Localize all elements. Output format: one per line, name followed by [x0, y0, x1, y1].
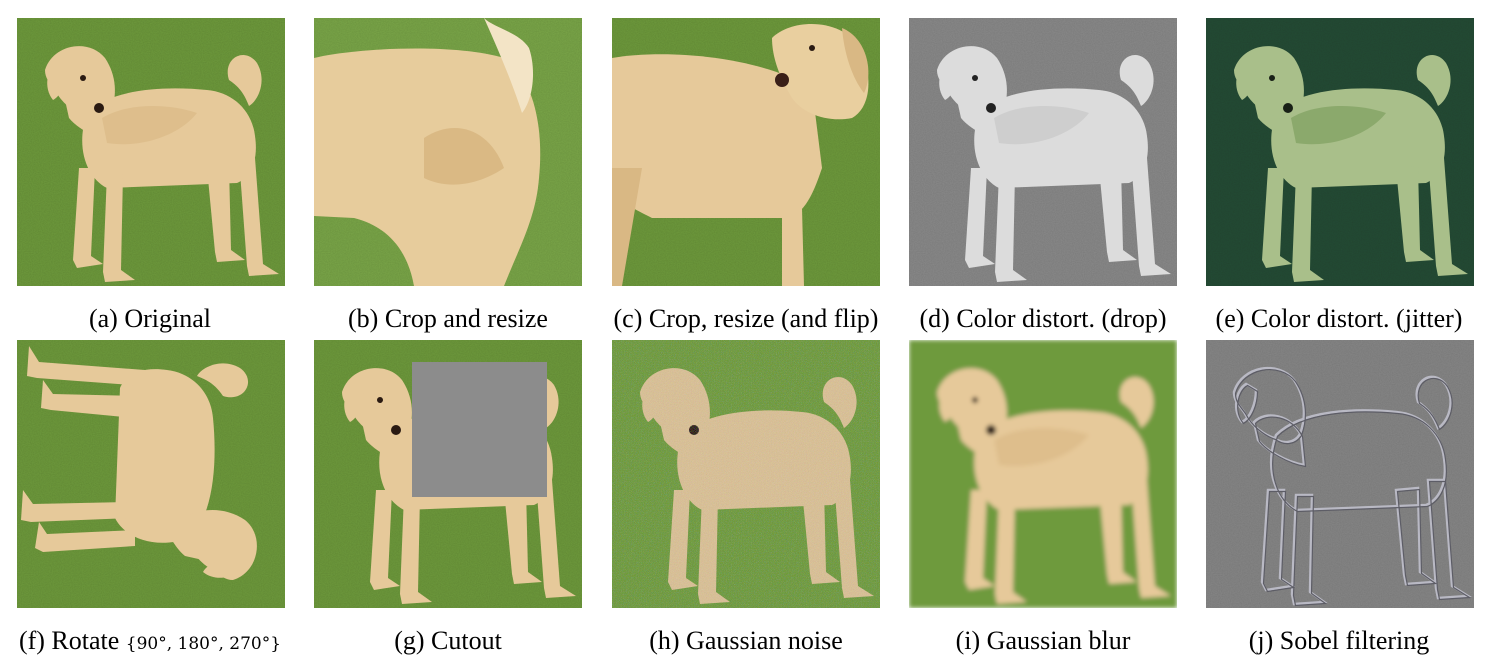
panel-color-jitter [1206, 18, 1474, 286]
panel-gaussian-noise [612, 340, 880, 608]
caption-rotate-angles: {90°, 180°, 270°} [125, 634, 282, 654]
panel-cutout [314, 340, 582, 608]
panel-crop-resize-flip [612, 18, 880, 286]
caption-cutout: (g) Cutout [394, 626, 502, 655]
panel-color-drop [909, 18, 1177, 286]
caption-rotate-text: (f) Rotate [18, 626, 126, 655]
image-crop-resize [314, 18, 582, 286]
image-color-drop [909, 18, 1177, 286]
image-original [17, 18, 285, 286]
image-sobel [1206, 340, 1474, 608]
image-gaussian-blur [909, 340, 1177, 608]
caption-gaussian-blur: (i) Gaussian blur [955, 626, 1131, 655]
image-crop-resize-flip [612, 18, 880, 286]
panel-rotate [17, 340, 285, 608]
caption-color-jitter: (e) Color distort. (jitter) [1215, 304, 1463, 333]
caption-original: (a) Original [88, 304, 211, 333]
caption-sobel: (j) Sobel filtering [1248, 626, 1430, 655]
image-gaussian-noise [612, 340, 880, 608]
caption-gaussian-noise: (h) Gaussian noise [649, 626, 843, 655]
cutout-patch [412, 362, 547, 497]
image-color-jitter [1206, 18, 1474, 286]
panel-original [17, 18, 285, 286]
image-cutout [314, 340, 582, 608]
panel-crop-resize [314, 18, 582, 286]
caption-color-drop: (d) Color distort. (drop) [919, 304, 1167, 333]
caption-crop-resize: (b) Crop and resize [348, 304, 548, 333]
panel-sobel [1206, 340, 1474, 608]
caption-rotate: (f) Rotate {90°, 180°, 270°} [0, 626, 300, 659]
image-rotate [17, 340, 285, 608]
caption-crop-resize-flip: (c) Crop, resize (and flip) [613, 304, 879, 333]
panel-gaussian-blur [909, 340, 1177, 608]
